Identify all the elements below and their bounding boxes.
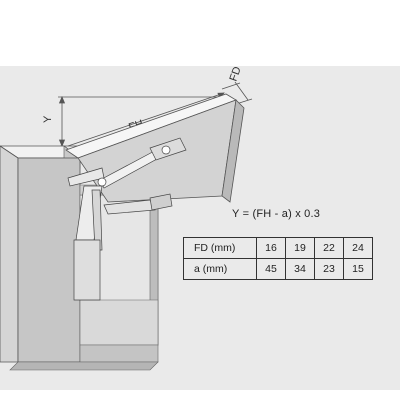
row-label: a (mm) [183, 258, 257, 280]
y-label: Y [42, 115, 54, 123]
table-cell: 22 [314, 237, 344, 259]
table-cell: 23 [314, 258, 344, 280]
table-cell: 45 [256, 258, 286, 280]
table-row: FD (mm) 16 19 22 24 [183, 237, 373, 259]
table-cell: 15 [343, 258, 373, 280]
row-label: FD (mm) [183, 237, 257, 259]
dimension-table: FD (mm) 16 19 22 24 a (mm) 45 34 23 15 [183, 237, 373, 280]
fd-label: FD [228, 65, 244, 83]
lift-mechanism [67, 137, 187, 301]
table-row: a (mm) 45 34 23 15 [183, 258, 373, 280]
table-cell: 24 [343, 237, 373, 259]
cabinet [0, 145, 159, 371]
table-cell: 19 [285, 237, 315, 259]
table-cell: 34 [285, 258, 315, 280]
table-cell: 16 [256, 237, 286, 259]
formula-text: Y = (FH - a) x 0.3 [232, 208, 321, 220]
